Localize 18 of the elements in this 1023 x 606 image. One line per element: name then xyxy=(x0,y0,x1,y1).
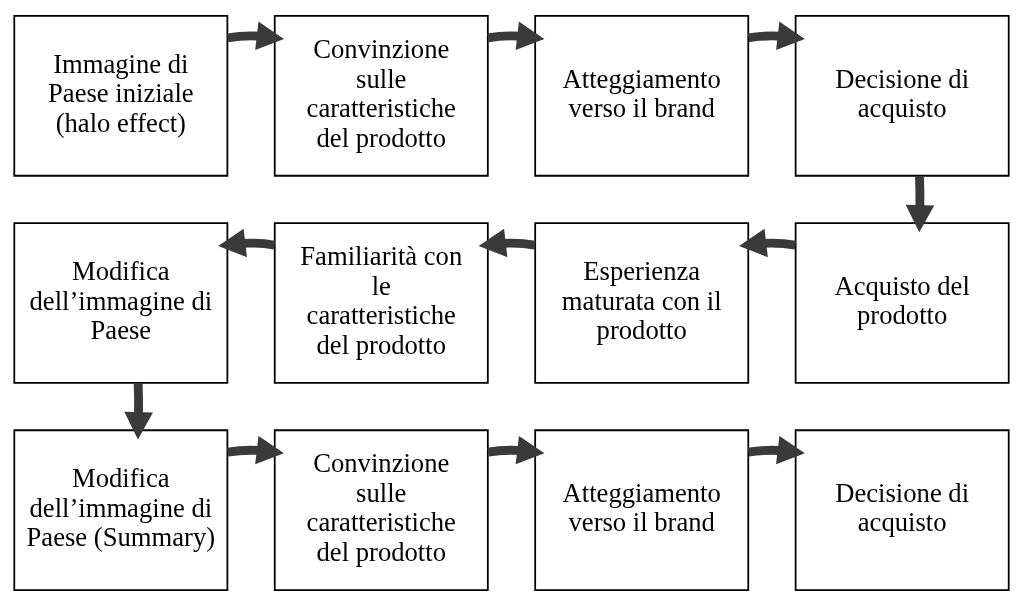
node-box: Decisione di acquisto xyxy=(794,15,1010,177)
node-box: Convinzione sulle caratteristiche del prodotto xyxy=(273,429,489,591)
arrow xyxy=(905,176,935,233)
node-box: Decisione di acquisto xyxy=(794,429,1010,591)
node-box: Atteggiamento verso il brand xyxy=(534,15,750,177)
node-box: Esperienza maturata con il prodotto xyxy=(534,222,750,384)
node-box: Convinzione sulle caratteristiche del prodotto xyxy=(273,15,489,177)
arrow xyxy=(124,383,153,440)
arrow xyxy=(478,228,536,258)
node-box: Acquisto del prodotto xyxy=(794,222,1010,384)
node-box: Modifica dell’immagine di Paese xyxy=(13,222,229,384)
node-box: Atteggiamento verso il brand xyxy=(534,429,750,591)
arrow xyxy=(227,21,284,51)
node-box: Immagine di Paese iniziale (halo effect) xyxy=(13,15,229,177)
arrow xyxy=(487,435,545,465)
arrow xyxy=(487,21,545,51)
node-box: Familiarità con le caratteristiche del prodotto xyxy=(273,222,489,384)
node-box: Modifica dell’immagine di Paese (Summary) xyxy=(13,429,229,591)
